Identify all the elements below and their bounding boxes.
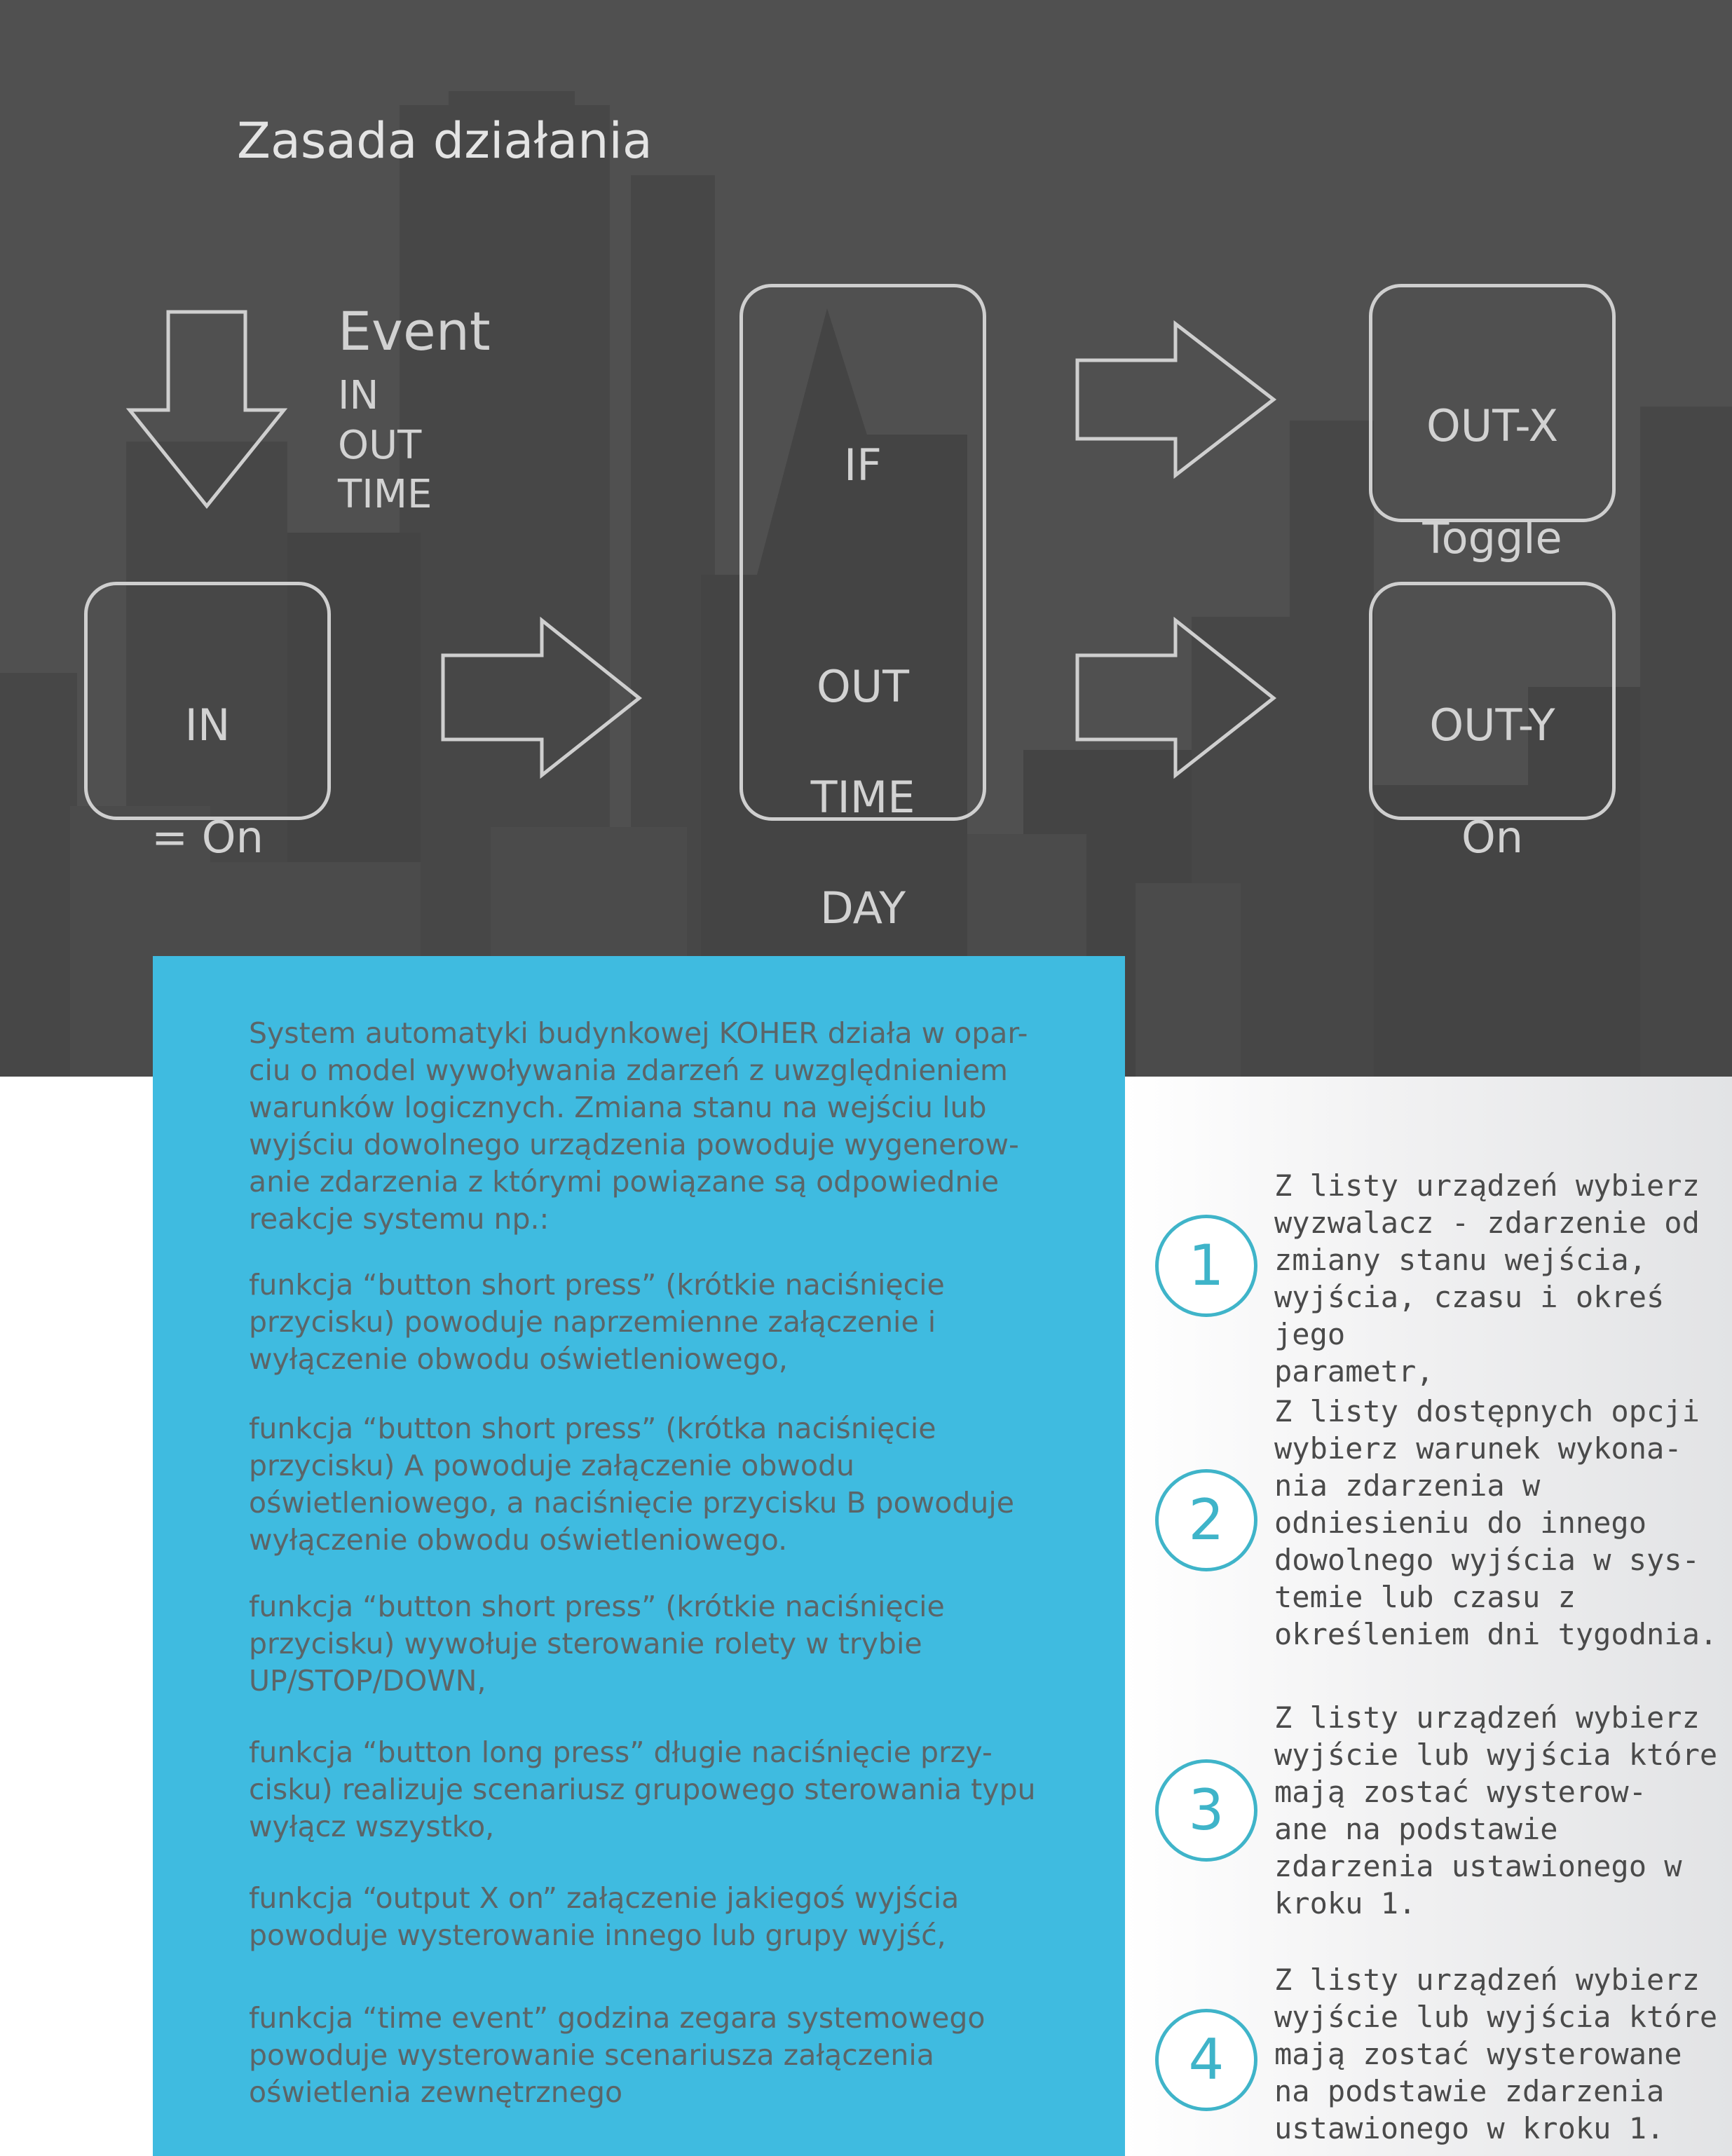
step-number-badge: 2 bbox=[1155, 1469, 1257, 1571]
condition-spacer bbox=[743, 548, 983, 603]
output-x-line: Toggle bbox=[1422, 512, 1562, 564]
description-panel bbox=[153, 956, 1125, 2156]
right-arrow-icon bbox=[1075, 616, 1277, 779]
step-number-badge: 4 bbox=[1155, 2009, 1257, 2111]
output-x-box: OUT-X Toggle bbox=[1369, 284, 1616, 564]
condition-box-line: OUT bbox=[816, 661, 910, 712]
step-description: Z listy urządzeń wybierz wyzwalacz - zda… bbox=[1274, 1168, 1700, 1389]
event-type-in: IN bbox=[338, 373, 379, 418]
condition-box-line: TIME bbox=[810, 772, 915, 823]
step-description: Z listy urządzeń wybierz wyjście lub wyj… bbox=[1274, 1700, 1718, 1920]
step-number-badge: 1 bbox=[1155, 1215, 1257, 1317]
description-example: funkcja “button short press” (krótkie na… bbox=[249, 1268, 945, 1376]
right-arrow-icon bbox=[1075, 320, 1277, 479]
step-description: Z listy dostępnych opcji wybierz warunek… bbox=[1274, 1394, 1718, 1651]
right-arrow-icon bbox=[441, 616, 643, 779]
event-title: Event bbox=[338, 300, 491, 362]
hero-banner: Zasada działania Event IN OUT TIME IN = … bbox=[0, 0, 1732, 1077]
input-box-line: IN bbox=[184, 700, 231, 751]
page-title: Zasada działania bbox=[237, 112, 653, 170]
condition-box-line: DAY bbox=[819, 882, 906, 934]
description-example: funkcja “button short press” (krótka nac… bbox=[249, 1412, 1015, 1557]
description-example: funkcja “button long press” długie naciś… bbox=[249, 1735, 1036, 1843]
description-example: funkcja “output X on” załączenie jakiego… bbox=[249, 1881, 960, 1952]
output-x-line: OUT-X bbox=[1426, 400, 1559, 451]
description-example: funkcja “time event” godzina zegara syst… bbox=[249, 2001, 986, 2109]
input-box-line: = On bbox=[151, 812, 264, 863]
condition-box-line: IF bbox=[844, 439, 882, 491]
description-intro: System automatyki budynkowej KOHER dział… bbox=[249, 1016, 1028, 1236]
condition-box: IF OUT TIME DAY = ? bbox=[739, 284, 986, 1044]
event-type-time: TIME bbox=[338, 472, 432, 517]
output-y-line: OUT-Y bbox=[1429, 700, 1555, 751]
event-type-out: OUT bbox=[338, 423, 422, 468]
output-y-line: On bbox=[1461, 812, 1524, 863]
down-arrow-icon bbox=[125, 310, 288, 509]
step-number-badge: 3 bbox=[1155, 1759, 1257, 1862]
output-y-box: OUT-Y On bbox=[1369, 582, 1616, 863]
description-example: funkcja “button short press” (krótkie na… bbox=[249, 1590, 945, 1698]
flow-arrows bbox=[125, 310, 1277, 779]
step-description: Z listy urządzeń wybierz wyjście lub wyj… bbox=[1274, 1963, 1718, 2145]
input-box: IN = On bbox=[84, 582, 331, 863]
